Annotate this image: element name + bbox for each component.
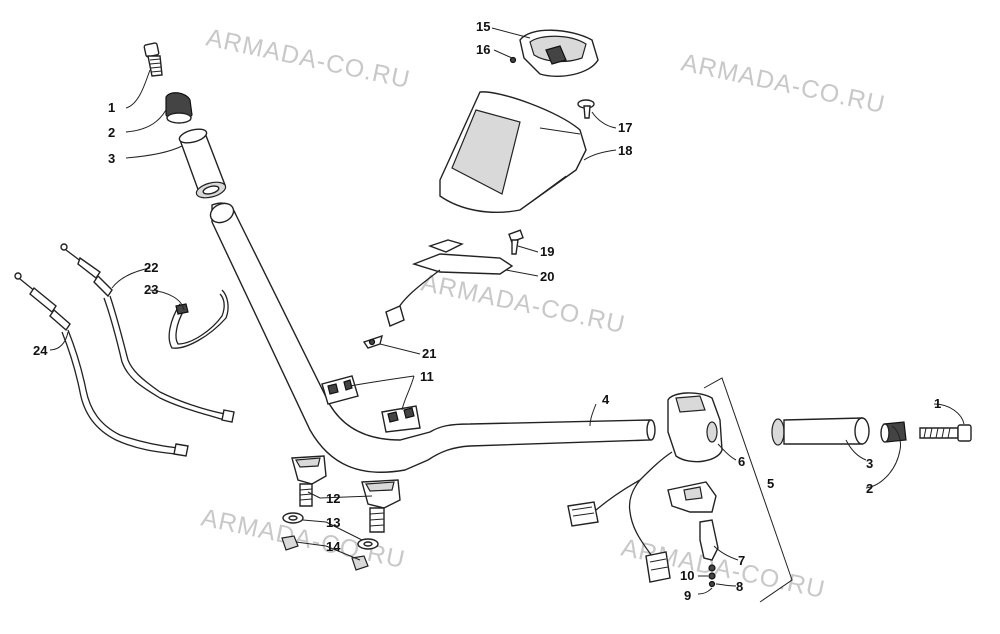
callout-13: 13: [326, 515, 340, 530]
callout-23: 23: [144, 282, 158, 297]
washer-right-hole: [363, 541, 373, 547]
callout-17: 17: [618, 120, 632, 135]
callout-1-left: 1: [108, 100, 115, 115]
callout-21: 21: [422, 346, 436, 361]
gauge-screw: [509, 56, 517, 64]
washer-left-hole: [288, 515, 298, 521]
riser-right: [361, 479, 401, 533]
callout-5: 5: [767, 476, 774, 491]
callout-11: 11: [420, 369, 434, 384]
callout-12: 12: [326, 491, 340, 506]
strap-23: [168, 289, 229, 349]
callout-18: 18: [618, 143, 632, 158]
callout-3-right: 3: [866, 456, 873, 471]
watermark-top-center: ARMADA-CO.RU: [204, 23, 413, 94]
callout-19: 19: [540, 244, 554, 259]
group-bracket-5: [703, 377, 793, 603]
callout-2-right: 2: [866, 481, 873, 496]
cable-22: [60, 243, 235, 423]
bracket-bolt: [508, 229, 524, 255]
lever-screw-and-nut: [708, 564, 716, 588]
right-grip: [771, 417, 870, 446]
callout-15: 15: [476, 19, 490, 34]
callout-1-right: 1: [934, 396, 941, 411]
switch-connector-bottom: [645, 551, 671, 583]
callout-3-left: 3: [108, 151, 115, 166]
throttle-lever-block: [667, 481, 717, 513]
callout-9: 9: [684, 588, 691, 603]
switch-connector-left: [567, 501, 599, 527]
nut-left: [281, 535, 299, 551]
riser-left: [291, 455, 327, 507]
upper-clamp-right: [381, 405, 421, 433]
left-bolt: [143, 42, 163, 77]
gauge-unit: [519, 29, 599, 77]
callout-8: 8: [736, 579, 743, 594]
display-bracket: [385, 239, 514, 327]
callout-10: 10: [680, 568, 694, 583]
cable-24: [14, 272, 189, 457]
throttle-lever: [699, 519, 719, 561]
callout-20: 20: [540, 269, 554, 284]
switch-housing: [595, 392, 723, 557]
callout-24: 24: [33, 343, 48, 358]
left-bar-end: [165, 92, 193, 124]
upper-clamp-left: [321, 375, 359, 405]
left-grip: [178, 128, 227, 199]
callout-6: 6: [738, 454, 745, 469]
leader-lines: [49, 27, 965, 595]
handlebar: [209, 202, 656, 473]
callout-2-left: 2: [108, 125, 115, 140]
callout-7: 7: [738, 553, 745, 568]
watermark-top-right: ARMADA-CO.RU: [679, 48, 888, 119]
display-cover: [439, 91, 587, 213]
watermark-center: ARMADA-CO.RU: [419, 268, 628, 339]
wire-clip: [362, 334, 383, 349]
callout-22: 22: [144, 260, 158, 275]
callout-16: 16: [476, 42, 490, 57]
right-bolt: [919, 424, 972, 442]
display-screw: [577, 99, 595, 119]
callout-4: 4: [602, 392, 610, 407]
right-bar-end: [880, 421, 907, 443]
callout-14: 14: [326, 539, 341, 554]
nut-right: [351, 555, 369, 571]
